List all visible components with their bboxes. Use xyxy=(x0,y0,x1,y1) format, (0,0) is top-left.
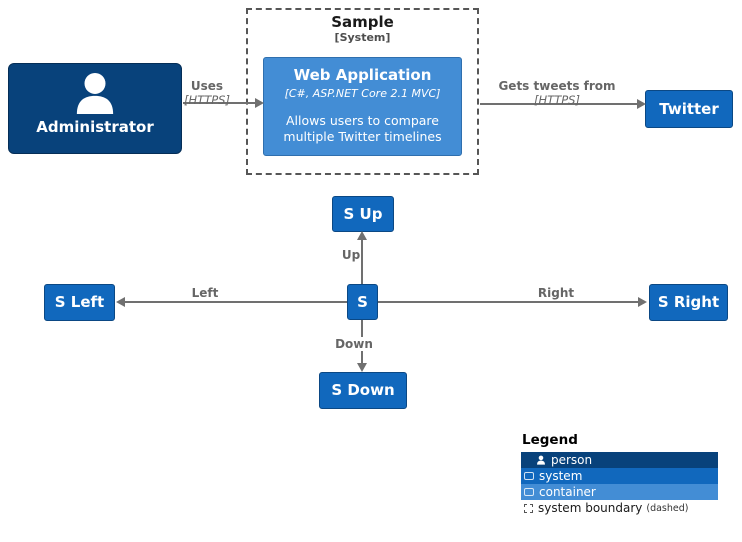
legend-boundary-note: (dashed) xyxy=(646,502,689,514)
legend-person-icon xyxy=(537,455,545,465)
node-s-up: S Up xyxy=(332,196,394,232)
node-s-label: S xyxy=(357,292,368,311)
node-s-right-label: S Right xyxy=(657,293,720,312)
legend-system-label: system xyxy=(539,469,583,483)
legend: Legend person system container system bo… xyxy=(521,432,718,516)
gets-tweets-arrow-line xyxy=(480,103,637,105)
legend-container-label: container xyxy=(539,485,596,499)
legend-row-system: system xyxy=(521,468,718,484)
node-twitter: Twitter xyxy=(645,90,733,128)
down-arrowhead-icon xyxy=(357,363,367,372)
legend-boundary-label: system boundary xyxy=(538,501,643,515)
legend-row-person: person xyxy=(521,452,718,468)
gets-tweets-arrow-tech: [HTTPS] xyxy=(534,93,580,107)
legend-row-boundary: system boundary (dashed) xyxy=(521,500,718,516)
up-arrowhead-icon xyxy=(357,231,367,240)
person-icon xyxy=(76,72,114,114)
node-s: S xyxy=(347,284,378,320)
node-administrator: Administrator xyxy=(8,63,182,154)
uses-arrow-label: Uses xyxy=(190,79,224,93)
legend-boundary-icon xyxy=(524,503,533,513)
up-arrow-label: Up xyxy=(341,248,361,262)
system-boundary: Sample [System] xyxy=(246,8,479,175)
boundary-subtitle: [System] xyxy=(334,31,391,44)
legend-row-container: container xyxy=(521,484,718,500)
left-arrow-line xyxy=(125,301,347,303)
left-arrowhead-icon xyxy=(116,297,125,307)
node-web-application-description: Allows users to compare multiple Twitter… xyxy=(283,112,442,144)
right-arrow-label: Right xyxy=(537,286,575,300)
legend-title: Legend xyxy=(522,432,578,448)
node-s-left-label: S Left xyxy=(54,293,105,312)
node-twitter-label: Twitter xyxy=(659,99,719,118)
gets-tweets-arrow-label: Gets tweets from xyxy=(498,79,616,93)
node-s-right: S Right xyxy=(649,284,728,321)
node-s-down-label: S Down xyxy=(331,381,395,400)
legend-person-label: person xyxy=(551,453,593,467)
down-arrow-label: Down xyxy=(330,337,378,351)
gets-tweets-arrowhead-icon xyxy=(637,99,646,109)
node-administrator-label: Administrator xyxy=(36,118,154,136)
left-arrow-label: Left xyxy=(191,286,219,300)
uses-arrowhead-icon xyxy=(255,98,264,108)
uses-arrow-line xyxy=(183,102,255,104)
right-arrowhead-icon xyxy=(638,297,647,307)
node-s-down: S Down xyxy=(319,372,407,409)
right-arrow-line xyxy=(378,301,638,303)
legend-container-icon xyxy=(524,488,534,496)
node-s-up-label: S Up xyxy=(343,204,383,223)
up-arrow-line xyxy=(361,240,363,284)
node-s-left: S Left xyxy=(44,284,115,321)
node-web-application-title: Web Application xyxy=(293,66,432,84)
uses-arrow-tech: [HTTPS] xyxy=(184,93,230,107)
legend-system-icon xyxy=(524,472,534,480)
boundary-title: Sample xyxy=(331,13,394,31)
node-web-application-tech: [C#, ASP.NET Core 2.1 MVC] xyxy=(284,86,441,100)
node-web-application: Web Application [C#, ASP.NET Core 2.1 MV… xyxy=(263,57,462,156)
